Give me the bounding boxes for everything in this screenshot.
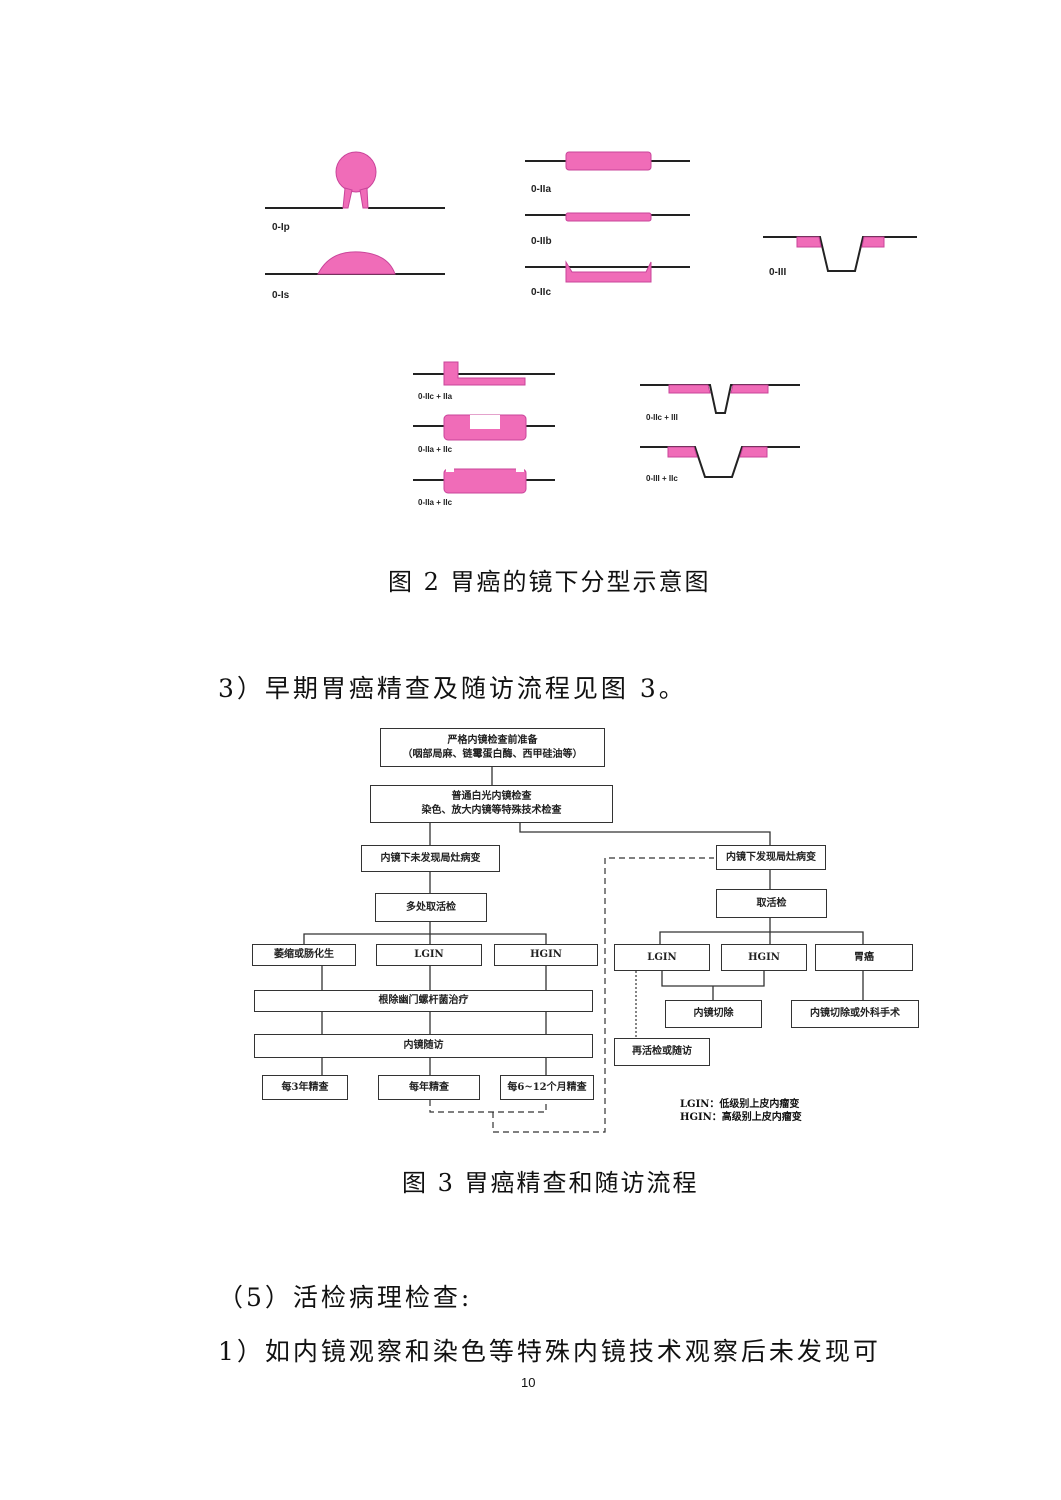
label-0-iib: 0-IIb [531,236,552,247]
label-0-is: 0-Is [272,290,290,301]
box-prep: 严格内镜检查前准备 （咽部局麻、链霉蛋白酶、西甲硅油等） [380,728,605,767]
box-lesion: 内镜下发现局灶病变 [716,845,826,870]
prep-line1: 严格内镜检查前准备 [447,734,538,746]
page-number: 10 [521,1375,536,1390]
box-lgin-right: LGIN [614,944,710,971]
figure-3-legend: LGIN：低级别上皮内瘤变 HGIN：高级别上皮内瘤变 [680,1098,802,1124]
label-0-iia: 0-IIa [531,184,552,195]
label-0-iii-iic: 0-III + IIc [646,474,678,483]
box-exam: 普通白光内镜检查染色、放大内镜等特殊技术检查 [370,785,613,823]
box-multi-biopsy: 多处取活检 [375,893,487,922]
label-0-iia-iic-2: 0-IIa + IIc [418,498,453,507]
box-followup: 内镜随访 [254,1034,593,1058]
box-resection: 内镜切除 [665,1000,762,1028]
box-hgin-left: HGIN [494,944,598,966]
prep-line2: （咽部局麻、链霉蛋白酶、西甲硅油等） [402,748,583,760]
label-0-ip: 0-Ip [272,222,290,233]
label-0-iic-iii: 0-IIc + III [646,413,678,422]
legend-lgin: LGIN：低级别上皮内瘤变 [680,1099,800,1110]
box-biopsy: 取活检 [716,889,827,918]
section-heading: （5）活检病理检查: [218,1283,473,1312]
box-hgin-right: HGIN [721,944,807,971]
box-every-6-12-months: 每6~12个月精查 [500,1075,594,1100]
paragraph-3: 3）早期胃癌精查及随访流程见图 3。 [218,674,687,703]
label-0-iic-iia: 0-IIc + IIa [418,392,453,401]
label-0-iii: 0-III [769,267,787,278]
label-0-iic: 0-IIc [531,287,552,298]
exam-line2: 染色、放大内镜等特殊技术检查 [421,805,562,816]
figure-3-caption: 图 3 胃癌精查和随访流程 [402,1169,699,1197]
figure-2-caption: 图 2 胃癌的镜下分型示意图 [388,568,711,596]
box-rebiopsy: 再活检或随访 [614,1038,710,1066]
label-0-iia-iic: 0-IIa + IIc [418,445,453,454]
box-every-3-years: 每3年精查 [262,1075,348,1100]
paragraph-text: 1）如内镜观察和染色等特殊内镜技术观察后未发现可 [218,1337,881,1366]
box-resection-surgery: 内镜切除或外科手术 [791,1000,919,1028]
box-every-year: 每年精查 [378,1075,480,1100]
box-lgin-left: LGIN [376,944,482,966]
exam-line1: 普通白光内镜检查 [451,791,532,802]
box-cancer: 胃癌 [815,944,913,971]
box-atrophy: 萎缩或肠化生 [252,944,356,966]
box-hp-therapy: 根除幽门螺杆菌治疗 [254,990,593,1012]
box-no-lesion: 内镜下未发现局灶病变 [361,845,500,872]
legend-hgin: HGIN：高级别上皮内瘤变 [680,1112,802,1123]
